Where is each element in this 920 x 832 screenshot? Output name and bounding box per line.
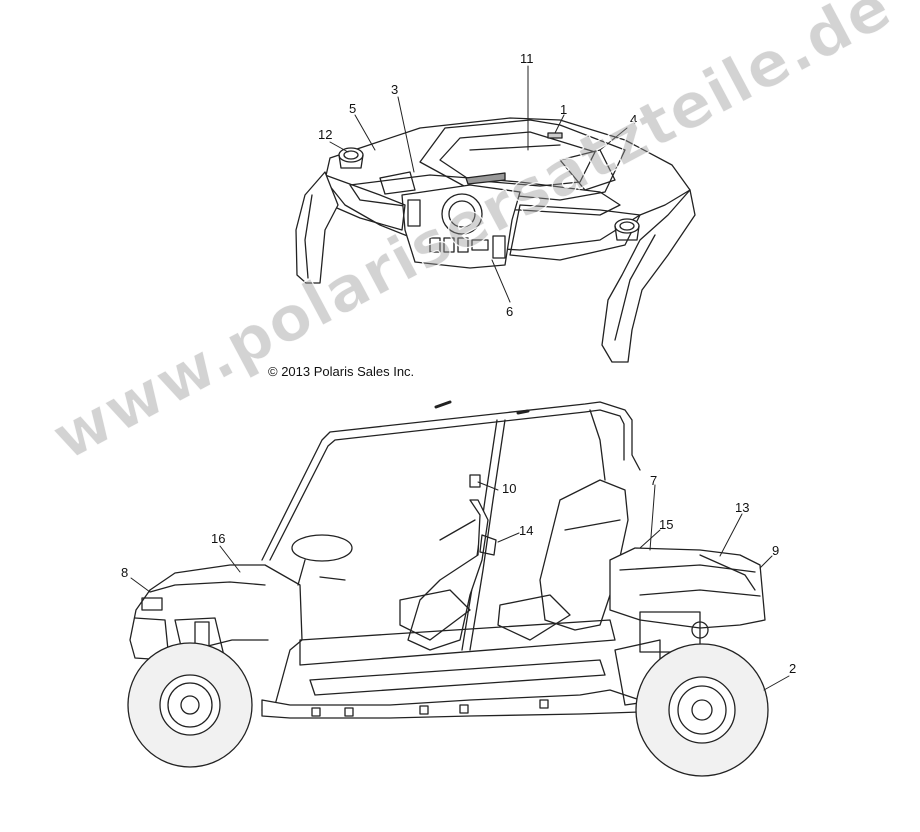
callout-3: 3 [391,82,399,97]
callout-9: 9 [772,543,780,558]
callout-14: 14 [519,523,534,538]
dashboard-assembly [295,117,696,363]
vehicle-assembly [127,400,769,777]
callout-6: 6 [506,304,514,319]
callout-2: 2 [789,661,797,676]
copyright-text: © 2013 Polaris Sales Inc. [268,364,415,379]
callout-7: 7 [650,473,658,488]
callout-8: 8 [121,565,129,580]
callout-4: 4 [630,112,638,127]
callout-15: 15 [659,517,674,532]
callout-1: 1 [560,102,568,117]
callout-12: 12 [318,127,333,142]
callout-13: 13 [735,500,750,515]
leader-lines [130,65,790,691]
callout-5: 5 [349,101,357,116]
callout-11: 11 [520,51,534,66]
callout-10: 10 [502,481,517,496]
callout-16: 16 [211,531,226,546]
